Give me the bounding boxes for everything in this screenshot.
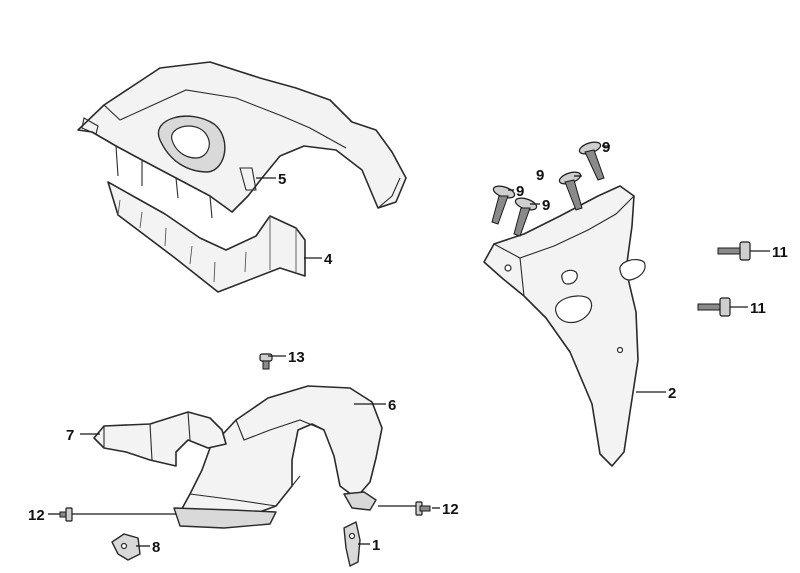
leader-lines [48, 145, 770, 547]
part-11-bolt-b [697, 297, 731, 317]
callout-11-a: 11 [772, 244, 788, 261]
part-13-bolt [259, 353, 273, 370]
part-9-screw-b [558, 171, 583, 211]
part-1-clip [343, 521, 361, 567]
callout-2: 2 [668, 385, 676, 402]
callout-9-c: 9 [516, 183, 524, 200]
callout-13: 13 [288, 349, 305, 366]
callout-9-d: 9 [542, 197, 550, 214]
callouts: 5 4 9 9 9 9 11 11 2 13 6 7 12 12 8 1 [28, 139, 788, 556]
part-9-screw-d [513, 197, 538, 237]
callout-4: 4 [324, 251, 333, 268]
callout-1: 1 [372, 537, 380, 554]
part-8-bracket [111, 533, 141, 561]
part-2-rear-fender [483, 185, 646, 467]
callout-12-a: 12 [28, 507, 45, 524]
part-6-inner-fender [173, 385, 383, 529]
part-12-screw-a [59, 507, 73, 522]
callout-7: 7 [66, 427, 74, 444]
part-7-splash-guard [93, 411, 227, 467]
part-5-storage-box [77, 61, 407, 219]
part-9-screw-a [578, 141, 605, 181]
callout-12-b: 12 [442, 501, 459, 518]
part-4-under-shield [107, 181, 306, 293]
part-12-screw-b [415, 501, 431, 516]
callout-8: 8 [152, 539, 160, 556]
part-11-bolt-a [717, 241, 751, 261]
part-9-screw-c [491, 185, 516, 225]
callout-9-a: 9 [602, 139, 610, 156]
callout-5: 5 [278, 171, 286, 188]
callout-11-b: 11 [750, 300, 766, 317]
callout-6: 6 [388, 397, 396, 414]
callout-9-b: 9 [536, 167, 544, 184]
